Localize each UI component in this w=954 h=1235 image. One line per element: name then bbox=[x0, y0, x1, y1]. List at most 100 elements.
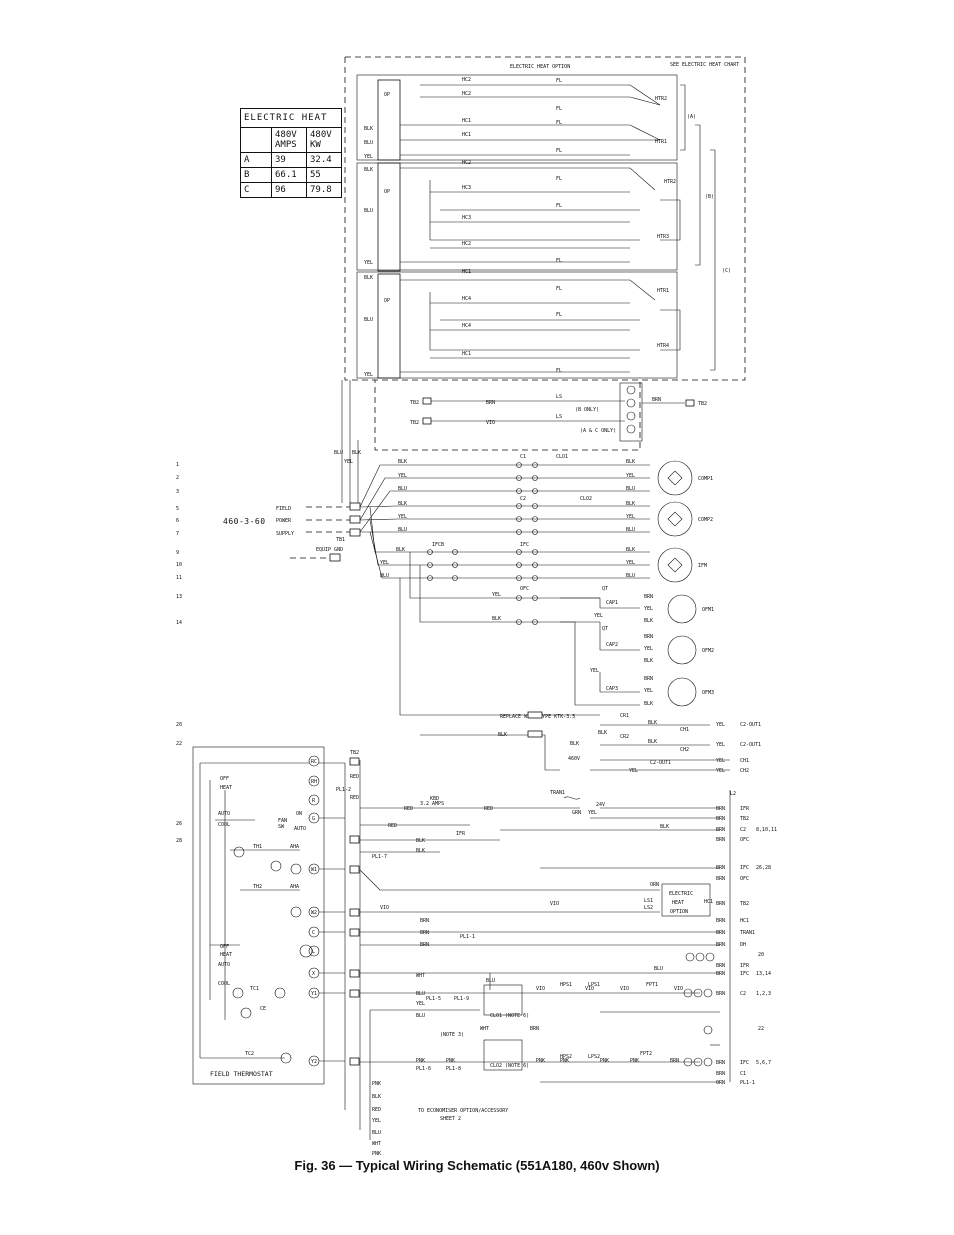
svg-text:WHT: WHT bbox=[372, 1141, 381, 1147]
svg-text:BRN: BRN bbox=[716, 865, 725, 871]
svg-text:BLK: BLK bbox=[364, 126, 373, 132]
svg-text:VIO: VIO bbox=[486, 420, 495, 426]
svg-text:FAN: FAN bbox=[278, 818, 287, 824]
svg-text:BLU: BLU bbox=[364, 208, 373, 214]
op-box-2 bbox=[377, 162, 401, 272]
svg-text:YEL: YEL bbox=[716, 742, 725, 748]
svg-text:X: X bbox=[312, 971, 315, 977]
sheet2-label: SHEET 2 bbox=[440, 1116, 461, 1122]
svg-text:BLK: BLK bbox=[648, 739, 657, 745]
svg-text:ELECTRIC: ELECTRIC bbox=[669, 891, 693, 897]
svg-text:CLO1 (NOTE 6): CLO1 (NOTE 6) bbox=[490, 1013, 529, 1019]
svg-text:HC3: HC3 bbox=[462, 215, 471, 221]
svg-text:OP: OP bbox=[384, 298, 390, 304]
svg-text:10: 10 bbox=[176, 562, 182, 568]
svg-text:HTR3: HTR3 bbox=[657, 234, 669, 240]
svg-text:BLU: BLU bbox=[626, 486, 635, 492]
svg-text:YEL: YEL bbox=[364, 372, 373, 378]
electric-heat-table: ELECTRIC HEAT 480V AMPS 480V KW A 39 32.… bbox=[240, 108, 342, 198]
svg-text:26: 26 bbox=[176, 821, 182, 827]
svg-text:HC1: HC1 bbox=[462, 118, 471, 124]
svg-text:1,2,3: 1,2,3 bbox=[756, 991, 771, 997]
svg-text:BRN: BRN bbox=[716, 930, 725, 936]
svg-text:BRN: BRN bbox=[716, 1071, 725, 1077]
svg-text:YEL: YEL bbox=[629, 768, 638, 774]
row-amps: 39 bbox=[271, 152, 307, 168]
svg-text:L: L bbox=[312, 949, 315, 955]
svg-text:CLO2 (NOTE 6): CLO2 (NOTE 6) bbox=[490, 1063, 529, 1069]
svg-text:PNK: PNK bbox=[560, 1058, 569, 1064]
svg-text:CR2: CR2 bbox=[620, 734, 629, 740]
svg-text:IFC: IFC bbox=[740, 1060, 749, 1066]
figure-caption: Fig. 36 — Typical Wiring Schematic (551A… bbox=[294, 1158, 660, 1173]
svg-text:LPS2: LPS2 bbox=[588, 1054, 600, 1060]
svg-text:BLK: BLK bbox=[644, 658, 653, 664]
svg-text:BRN: BRN bbox=[716, 876, 725, 882]
svg-text:HC1: HC1 bbox=[462, 132, 471, 138]
svg-text:HPS2: HPS2 bbox=[560, 1054, 572, 1060]
svg-text:YEL: YEL bbox=[380, 560, 389, 566]
svg-text:BLK: BLK bbox=[492, 616, 501, 622]
svg-text:(NOTE 3): (NOTE 3) bbox=[440, 1032, 464, 1038]
svg-text:BRN: BRN bbox=[670, 1058, 679, 1064]
svg-text:5: 5 bbox=[176, 506, 179, 512]
svg-text:PL1-1: PL1-1 bbox=[740, 1080, 755, 1086]
svg-text:C: C bbox=[312, 930, 315, 936]
svg-text:HC3: HC3 bbox=[462, 185, 471, 191]
svg-text:COOL: COOL bbox=[218, 822, 230, 828]
svg-text:WHT: WHT bbox=[480, 1026, 489, 1032]
svg-text:ORN: ORN bbox=[650, 882, 659, 888]
svg-text:YEL: YEL bbox=[716, 768, 725, 774]
svg-text:HC4: HC4 bbox=[462, 296, 471, 302]
svg-text:VIO: VIO bbox=[380, 905, 389, 911]
svg-text:BRN: BRN bbox=[644, 594, 653, 600]
svg-text:IFCB: IFCB bbox=[432, 542, 444, 548]
svg-text:CR1: CR1 bbox=[620, 713, 629, 719]
field-label: FIELD bbox=[276, 506, 291, 512]
row-kw: 79.8 bbox=[306, 182, 342, 198]
svg-text:HEAT: HEAT bbox=[220, 952, 232, 958]
svg-text:BLU: BLU bbox=[626, 527, 635, 533]
svg-text:FL: FL bbox=[556, 176, 562, 182]
svg-text:1: 1 bbox=[176, 462, 179, 468]
svg-text:BLU: BLU bbox=[398, 527, 407, 533]
svg-text:SW: SW bbox=[278, 824, 285, 830]
svg-text:HEAT: HEAT bbox=[672, 900, 684, 906]
svg-text:TB2: TB2 bbox=[410, 420, 419, 426]
svg-text:AUTO: AUTO bbox=[294, 826, 306, 832]
table-row: A 39 32.4 bbox=[240, 152, 342, 168]
svg-text:VIO: VIO bbox=[585, 986, 594, 992]
svg-text:G: G bbox=[312, 816, 315, 822]
svg-text:RC: RC bbox=[311, 759, 317, 765]
svg-text:YEL: YEL bbox=[588, 810, 597, 816]
svg-text:BLK: BLK bbox=[570, 741, 579, 747]
svg-text:CH1: CH1 bbox=[740, 758, 749, 764]
svg-text:OFF: OFF bbox=[220, 776, 229, 782]
svg-text:TB2: TB2 bbox=[740, 901, 749, 907]
svg-text:26,28: 26,28 bbox=[756, 865, 771, 871]
svg-text:BLU: BLU bbox=[416, 1013, 425, 1019]
svg-text:AUTO: AUTO bbox=[218, 811, 230, 817]
svg-text:BLK: BLK bbox=[364, 167, 373, 173]
svg-text:YEL: YEL bbox=[364, 154, 373, 160]
svg-text:LS2: LS2 bbox=[644, 905, 653, 911]
svg-text:YEL: YEL bbox=[644, 688, 653, 694]
svg-text:OFC: OFC bbox=[740, 876, 749, 882]
electric-heat-option-label: ELECTRIC HEAT OPTION bbox=[510, 64, 570, 70]
svg-text:PL1-1: PL1-1 bbox=[460, 934, 475, 940]
svg-text:AHA: AHA bbox=[290, 884, 299, 890]
row-id: B bbox=[240, 167, 272, 183]
svg-text:BRN: BRN bbox=[716, 971, 725, 977]
svg-text:HC1: HC1 bbox=[462, 269, 471, 275]
svg-text:HC1: HC1 bbox=[740, 918, 749, 924]
svg-text:5,6,7: 5,6,7 bbox=[756, 1060, 771, 1066]
svg-text:PL1-6: PL1-6 bbox=[416, 1066, 431, 1072]
svg-text:BRN: BRN bbox=[716, 816, 725, 822]
equip-gnd-label: EQUIP GND bbox=[316, 547, 343, 553]
svg-text:HTR4: HTR4 bbox=[657, 343, 669, 349]
svg-text:PL1-8: PL1-8 bbox=[446, 1066, 461, 1072]
svg-text:YEL: YEL bbox=[716, 722, 725, 728]
svg-text:BLK: BLK bbox=[626, 547, 635, 553]
svg-text:FL: FL bbox=[556, 120, 562, 126]
svg-text:FL: FL bbox=[556, 258, 562, 264]
